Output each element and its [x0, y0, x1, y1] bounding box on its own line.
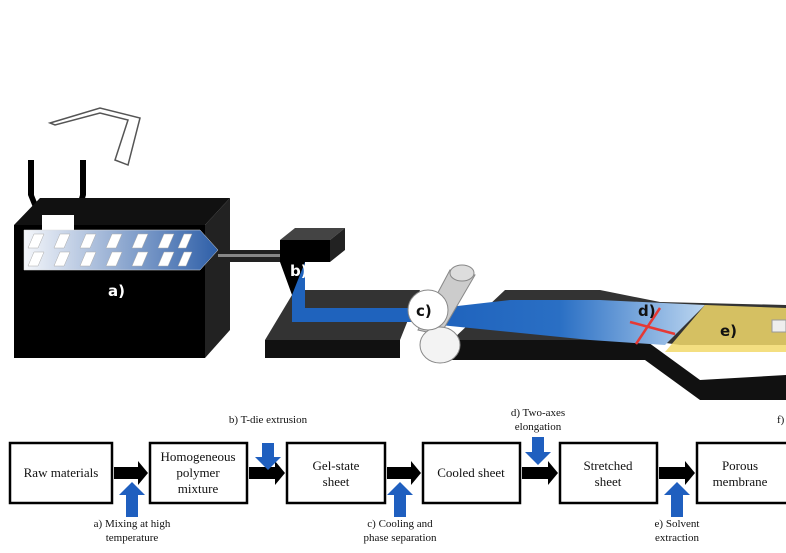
box-homogeneous-mixture	[148, 441, 249, 505]
svg-text:membrane: membrane	[713, 474, 768, 489]
extraction-zone	[665, 305, 786, 352]
rollers: c)	[407, 264, 476, 364]
svg-text:b) T-die extrusion: b) T-die extrusion	[229, 414, 308, 426]
svg-text:c) Cooling and: c) Cooling and	[367, 518, 433, 530]
svg-text:d) Two-axes: d) Two-axes	[511, 407, 565, 419]
step-arrows	[119, 437, 690, 517]
label-c: c)	[416, 302, 432, 320]
svg-text:a) Mixing at high: a) Mixing at high	[94, 518, 171, 530]
arrow-down-d	[525, 437, 551, 465]
box-porous-membrane	[695, 441, 786, 505]
svg-text:sheet: sheet	[595, 474, 622, 489]
box-gel-state-sheet	[285, 441, 387, 505]
svg-text:Gel-state: Gel-state	[313, 458, 360, 473]
t-die: b)	[280, 228, 345, 295]
box-stretched-sheet	[558, 441, 659, 505]
box-cooled-sheet	[421, 441, 522, 505]
svg-text:Homogeneous: Homogeneous	[160, 449, 235, 464]
process-arrows	[114, 461, 695, 485]
label-b: b)	[290, 262, 308, 280]
svg-text:sheet: sheet	[323, 474, 350, 489]
svg-text:f): f)	[777, 414, 785, 426]
stretch-arrows-icon	[629, 307, 676, 345]
arrow-up-a	[119, 482, 145, 517]
svg-text:phase separation: phase separation	[364, 532, 437, 544]
svg-text:extraction: extraction	[655, 532, 699, 544]
arrow-up-c	[387, 482, 413, 517]
arrow-up-e	[664, 482, 690, 517]
flow-boxes: Raw materials Homogeneous polymer mixtur…	[8, 441, 786, 505]
svg-text:Cooled sheet: Cooled sheet	[437, 465, 505, 480]
stretched-sheet	[440, 300, 705, 345]
box-raw-materials	[8, 441, 114, 505]
label-e: e)	[720, 322, 737, 340]
label-d: d)	[638, 302, 656, 320]
svg-text:Porous: Porous	[722, 458, 758, 473]
extruder: a)	[14, 198, 230, 358]
svg-text:elongation: elongation	[515, 421, 562, 433]
svg-text:Stretched: Stretched	[583, 458, 633, 473]
label-a: a)	[108, 282, 125, 300]
svg-text:mixture: mixture	[178, 481, 219, 496]
svg-text:temperature: temperature	[106, 532, 159, 544]
arrow-down-b	[255, 443, 281, 470]
svg-text:polymer: polymer	[176, 465, 220, 480]
svg-text:e) Solvent: e) Solvent	[655, 518, 700, 530]
step-labels: a) Mixing at high temperature b) T-die e…	[94, 407, 785, 544]
svg-text:Raw materials: Raw materials	[24, 465, 99, 480]
